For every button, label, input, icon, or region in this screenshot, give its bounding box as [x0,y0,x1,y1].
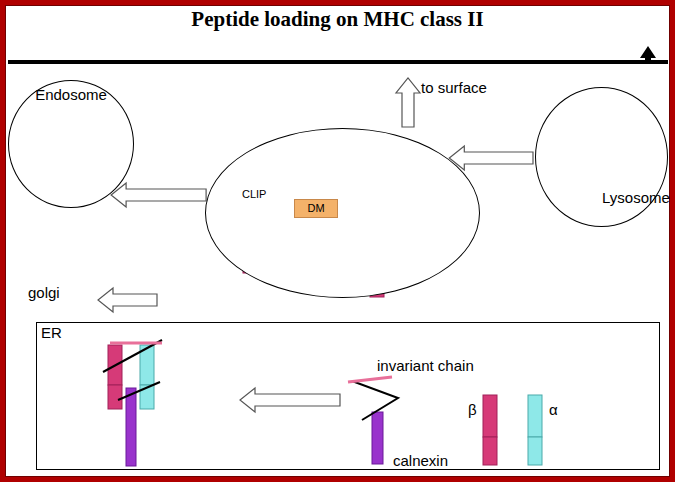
label-text: to surface [421,80,487,97]
node-text: Lysosome [602,190,670,207]
block-arrow [111,183,206,207]
lysosome-circle: Lysosome [535,87,668,227]
membrane-line [8,60,668,64]
export-arrow [640,46,656,62]
title: Peptide loading on MHC class II [0,7,675,32]
er-arrow [240,388,340,412]
mhc-er-complex [103,340,162,466]
er-box: ER [36,322,660,470]
golgi-arrow [98,288,157,312]
dm-box: DM [294,199,338,218]
node-text: DM [307,202,324,214]
label-text: calnexin [393,453,448,470]
label-text: α [549,402,558,419]
loading-compartment: CLIP DM [205,128,480,298]
invariant-chain-calnexin [348,377,398,464]
label-text: invariant chain [377,358,474,375]
block-arrow [449,146,533,170]
surface-arrow [396,78,420,127]
node-text: ER [41,325,62,342]
endosome-circle: Endosome [8,80,134,208]
node-text: CLIP [242,188,266,200]
node-text: Endosome [35,87,107,104]
label-text: β [468,402,477,419]
mhc-alpha-beta [483,395,542,465]
label-text: golgi [28,285,60,302]
